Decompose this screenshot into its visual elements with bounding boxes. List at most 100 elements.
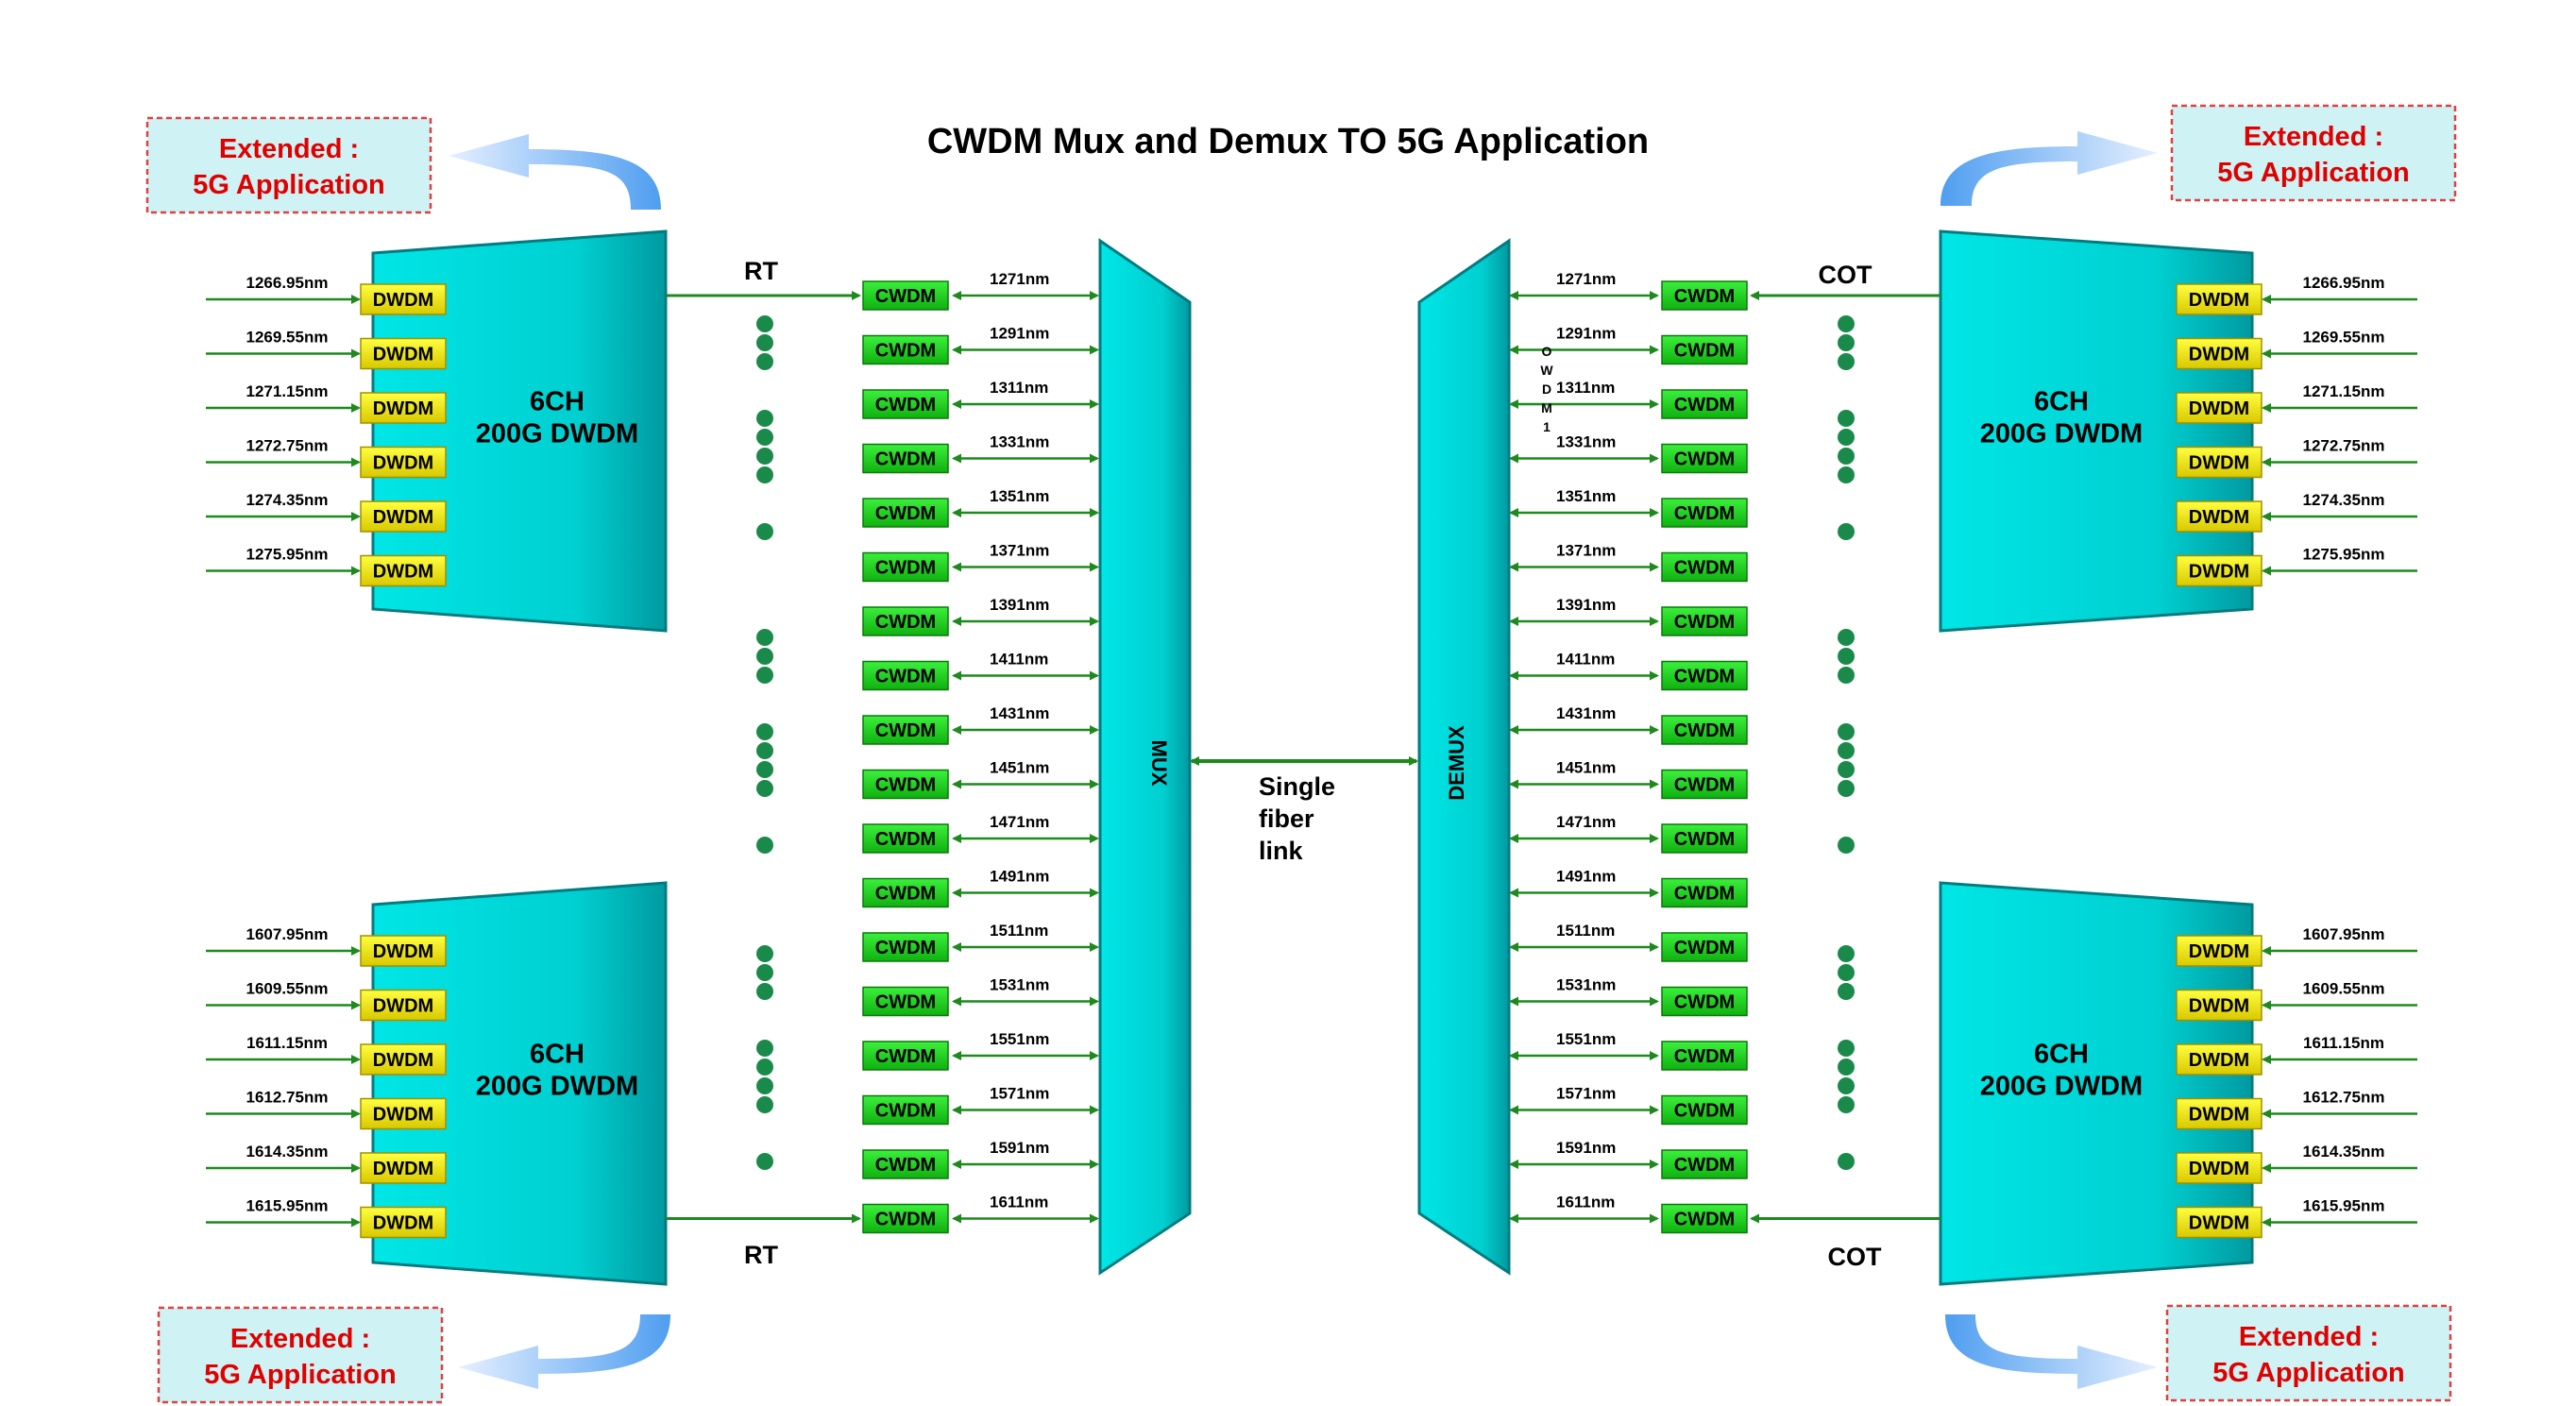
- curved-arrow-icon: [449, 134, 661, 210]
- cwdm-box-label: CWDM: [875, 503, 936, 524]
- cwdm-box: [1661, 280, 1748, 311]
- cwdm-box-label: CWDM: [875, 884, 936, 905]
- mux-block: [1098, 238, 1192, 1276]
- dwdm-box-label: DWDM: [373, 398, 433, 419]
- dwdm-group-label: 6CH: [530, 1040, 585, 1070]
- cwdm-box-label: CWDM: [1674, 829, 1735, 850]
- dwdm-group-label: 200G DWDM: [1980, 419, 2143, 449]
- extended-callout: Extended :5G Application: [2170, 104, 2457, 202]
- overlay-letter: W: [1540, 363, 1553, 378]
- ellipsis-dot: [1838, 1096, 1855, 1113]
- cwdm-channel-label: 1471nm: [1556, 813, 1616, 831]
- cwdm-box: [862, 823, 949, 854]
- cwdm-box-label: CWDM: [1674, 1046, 1735, 1067]
- cwdm-box: [1661, 1203, 1748, 1234]
- cwdm-box-label: CWDM: [1674, 286, 1735, 307]
- ellipsis-dot: [756, 667, 773, 684]
- ellipsis-dot: [1838, 780, 1855, 797]
- ellipsis-dot: [756, 410, 773, 427]
- dwdm-channel-label: 1615.95nm: [2303, 1197, 2385, 1215]
- overlay-letter: 1: [1543, 419, 1551, 434]
- cwdm-box-label: CWDM: [1674, 449, 1735, 470]
- cwdm-box: [1661, 389, 1748, 419]
- dwdm-channel-label: 1274.35nm: [246, 491, 329, 509]
- extended-callout: Extended :5G Application: [157, 1306, 444, 1404]
- dwdm-box-label: DWDM: [2189, 345, 2249, 365]
- dwdm-channel-label: 1611.15nm: [2303, 1034, 2384, 1052]
- overlay-letter: D: [1542, 381, 1551, 397]
- mux-label: MUX: [1147, 740, 1171, 787]
- cwdm-box-label: CWDM: [1674, 992, 1735, 1013]
- dwdm-box: [360, 500, 447, 533]
- dwdm-box-label: DWDM: [2189, 941, 2249, 962]
- cwdm-box-label: CWDM: [1674, 884, 1735, 905]
- cwdm-channel-label: 1531nm: [990, 976, 1049, 994]
- extended-line2: 5G Application: [2217, 158, 2410, 188]
- dwdm-box-label: DWDM: [373, 1213, 433, 1234]
- cwdm-channel-label: 1491nm: [1556, 868, 1616, 886]
- ellipsis-dot: [756, 448, 773, 465]
- cwdm-channel-label: 1271nm: [1556, 270, 1616, 288]
- cwdm-box: [862, 334, 949, 365]
- cwdm-channel-label: 1371nm: [1556, 542, 1616, 560]
- dwdm-box: [2176, 935, 2262, 967]
- dwdm-group-label: 200G DWDM: [476, 1072, 638, 1102]
- cwdm-channel-label: 1431nm: [990, 704, 1049, 722]
- dwdm-channel-label: 1611.15nm: [246, 1034, 328, 1052]
- cwdm-box: [862, 660, 949, 691]
- cwdm-box: [1661, 932, 1748, 962]
- cwdm-channel-label: 1371nm: [990, 542, 1049, 560]
- cwdm-channel-label: 1551nm: [1556, 1030, 1616, 1048]
- dwdm-box-label: DWDM: [373, 1050, 433, 1071]
- cwdm-box: [1661, 498, 1748, 528]
- extended-callout: Extended : 5G Application: [2165, 1304, 2452, 1402]
- dwdm-channel-label: 1271.15nm: [2303, 382, 2385, 400]
- ellipsis-dot: [756, 761, 773, 778]
- cwdm-box: [1661, 769, 1748, 800]
- extended-line2: 5G Application: [2212, 1358, 2405, 1388]
- cwdm-box: [862, 389, 949, 419]
- ellipsis-dot: [756, 1077, 773, 1094]
- ellipsis-dot: [756, 723, 773, 740]
- ellipsis-dot: [1838, 1153, 1855, 1170]
- ellipsis-dot: [1838, 334, 1855, 351]
- ellipsis-dot: [1838, 629, 1855, 646]
- extended-box: [145, 116, 432, 214]
- cwdm-box: [1661, 715, 1748, 745]
- extended-line1: Extended :: [2239, 1322, 2379, 1352]
- extended-box: [2165, 1304, 2452, 1402]
- dwdm-group-label: 200G DWDM: [476, 419, 638, 449]
- dwdm-box-label: DWDM: [2189, 1159, 2249, 1179]
- ellipsis-dot: [1838, 429, 1855, 446]
- extended-line1: Extended :: [219, 134, 359, 164]
- cwdm-box: [1661, 1149, 1748, 1179]
- dwdm-channel-label: 1614.35nm: [2303, 1143, 2385, 1160]
- cwdm-box: [862, 932, 949, 962]
- cwdm-box-label: CWDM: [1674, 341, 1735, 362]
- ellipsis-dot: [756, 1059, 773, 1076]
- cwdm-box-label: CWDM: [875, 1046, 936, 1067]
- dwdm-box-label: DWDM: [2189, 996, 2249, 1017]
- rt-label: RT: [744, 257, 778, 285]
- dwdm-group-label: 200G DWDM: [1980, 1072, 2143, 1102]
- cwdm-box-label: CWDM: [875, 829, 936, 850]
- dwdm-channel-label: 1274.35nm: [2303, 491, 2385, 509]
- cwdm-channel-label: 1551nm: [990, 1030, 1049, 1048]
- ellipsis-dot: [756, 1096, 773, 1113]
- cwdm-channel-label: 1311nm: [990, 379, 1048, 397]
- dwdm-group-label: 6CH: [2034, 387, 2089, 417]
- cwdm-box: [862, 1149, 949, 1179]
- cwdm-channel-label: 1391nm: [1556, 596, 1616, 614]
- cwdm-channel-label: 1431nm: [1556, 704, 1616, 722]
- dwdm-box-label: DWDM: [373, 345, 433, 365]
- ellipsis-dot: [756, 466, 773, 483]
- cwdm-box: [1661, 660, 1748, 691]
- cwdm-channel-label: 1411nm: [990, 651, 1048, 669]
- ellipsis-dot: [756, 964, 773, 981]
- dwdm-box: [2176, 554, 2262, 587]
- ellipsis-dot: [756, 353, 773, 370]
